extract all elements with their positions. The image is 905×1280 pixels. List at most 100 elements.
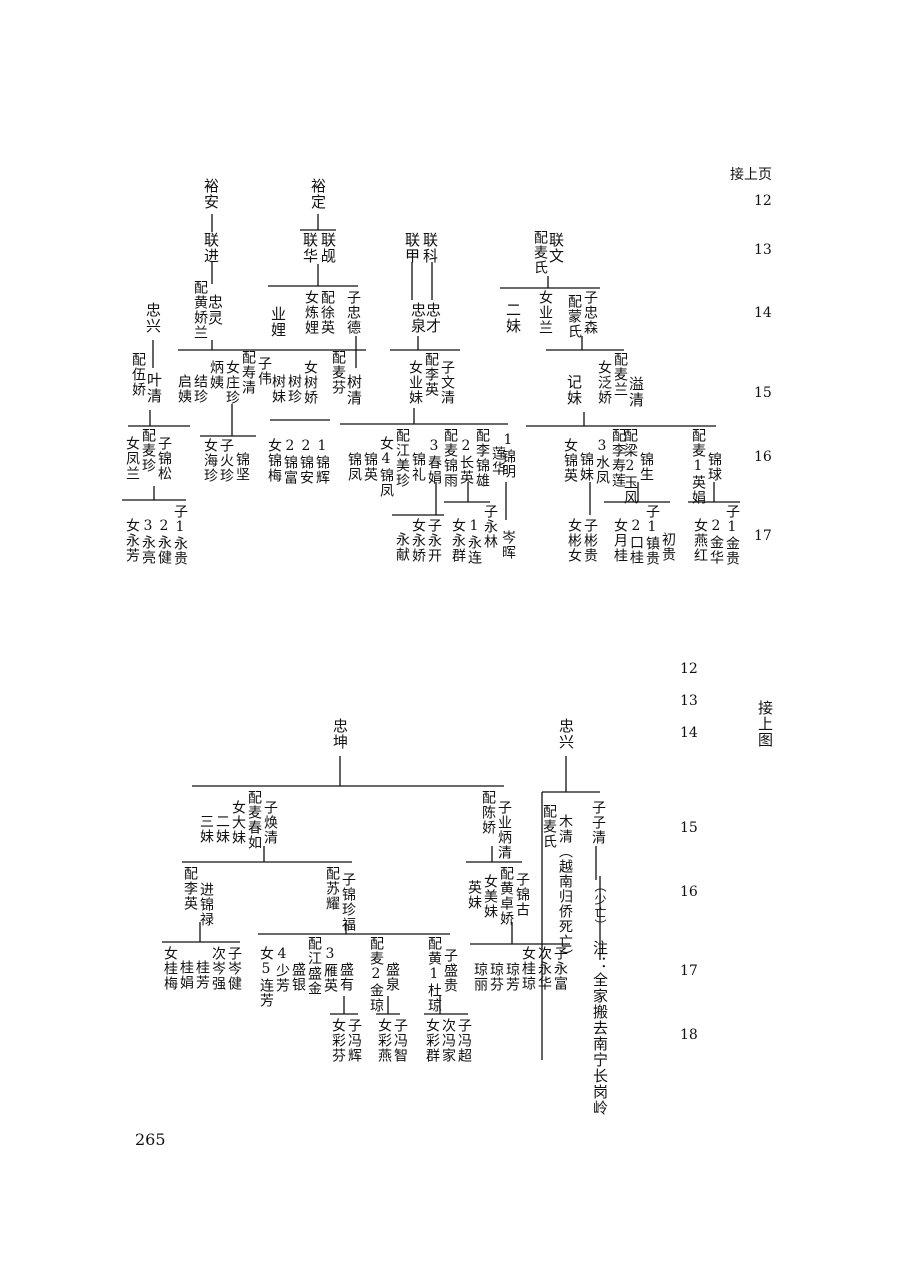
person-name: 初贵 bbox=[660, 532, 676, 562]
person-name: 女5连芳 bbox=[258, 946, 274, 1008]
person-name: 桂娟 bbox=[178, 960, 194, 990]
person-name: 启姨 bbox=[176, 374, 192, 404]
person-name: 女桂梅 bbox=[162, 946, 178, 991]
person-name: 2长英 bbox=[458, 438, 474, 485]
note-died-young: （少亡） bbox=[593, 880, 607, 932]
person-name: 永献 bbox=[394, 532, 410, 562]
person-name: 1永连 bbox=[466, 518, 482, 565]
person-name: 次冯家 bbox=[440, 1018, 456, 1063]
person-name: 子锦古 bbox=[514, 872, 530, 917]
person-name: 女锦梅 bbox=[266, 438, 282, 483]
spouse-name: 配陈娇 bbox=[480, 790, 496, 835]
generation-number: 17 bbox=[754, 528, 772, 544]
spouse-name: 配黄卓娇 bbox=[498, 866, 514, 926]
person-name: 女凤兰 bbox=[124, 436, 140, 481]
spouse-name: 配麦2金琼 bbox=[368, 936, 384, 1013]
person-name: 子忠德 bbox=[345, 290, 361, 335]
spouse-name: 配李锦雄 bbox=[474, 428, 490, 488]
person-name: 忠灵 bbox=[206, 294, 224, 326]
person-name: 锦球 bbox=[706, 452, 722, 482]
person-name: 子1永贵 bbox=[172, 504, 188, 566]
generation-number: 16 bbox=[680, 884, 698, 900]
person-name: 女彩芬 bbox=[330, 1018, 346, 1063]
migration-note: 注：全家搬去南宁长岗岭 bbox=[591, 940, 609, 1116]
spouse-name: 配麦芬 bbox=[330, 350, 346, 395]
person-name: 联进 bbox=[202, 232, 220, 264]
person-name: 琼丽 bbox=[472, 962, 488, 992]
generation-number: 15 bbox=[680, 820, 698, 836]
spouse-name: 配李英 bbox=[182, 866, 198, 911]
person-name: 女大妹 bbox=[230, 800, 246, 845]
person-name: 子伟 bbox=[256, 356, 272, 386]
generation-number: 15 bbox=[754, 385, 772, 401]
person-name: 3春娟 bbox=[426, 438, 442, 485]
spouse-name: 配麦氏 bbox=[541, 804, 557, 849]
person-name: 次岑强 bbox=[210, 946, 226, 991]
person-name: 子彬贵 bbox=[582, 518, 598, 563]
continued-from-above-note: 接上图 bbox=[756, 700, 774, 748]
person-name: 次永华 bbox=[536, 946, 552, 991]
person-name: 岑晖 bbox=[500, 530, 516, 560]
person-name: 女永娇 bbox=[410, 518, 426, 563]
spouse-name: 配江美珍 bbox=[394, 428, 410, 488]
person-name: 子焕清 bbox=[262, 800, 278, 845]
generation-number: 12 bbox=[754, 193, 772, 209]
person-name: 结珍 bbox=[192, 374, 208, 404]
person-name: 子盛贵 bbox=[442, 948, 458, 993]
person-name: 锦生 bbox=[638, 452, 654, 482]
spouse-name: 配麦兰 bbox=[612, 352, 628, 397]
person-name: 子锦松 bbox=[156, 436, 172, 481]
spouse-name: 配麦1英娟 bbox=[690, 428, 706, 505]
spouse-name: 配麦氏 bbox=[532, 230, 548, 275]
spouse-name: 配江盛金 bbox=[306, 936, 322, 996]
person-name: 女4锦凤 bbox=[378, 436, 394, 498]
person-name: 1锦辉 bbox=[314, 438, 330, 485]
person-name: 子忠森 bbox=[582, 290, 598, 335]
spouse-name: 配梁2玉风 bbox=[622, 428, 638, 505]
person-name: 女彩燕 bbox=[376, 1018, 392, 1063]
spouse-name: 配麦珍 bbox=[140, 428, 156, 473]
person-name: 女永群 bbox=[450, 518, 466, 563]
person-name: 子永开 bbox=[426, 518, 442, 563]
person-name: 子永林 bbox=[482, 504, 498, 549]
person-name: 子冯超 bbox=[456, 1018, 472, 1063]
person-name: 二妹 bbox=[504, 302, 522, 334]
generation-number: 12 bbox=[680, 661, 698, 677]
page-number: 265 bbox=[135, 1130, 166, 1149]
person-name: 树珍 bbox=[286, 374, 302, 404]
spouse-name: 配伍娇 bbox=[130, 352, 146, 397]
person-name: 锦凤 bbox=[346, 452, 362, 482]
person-name: 子子清 bbox=[590, 800, 606, 845]
spouse-name: 配徐英 bbox=[319, 290, 335, 335]
person-name: 忠兴 bbox=[144, 302, 162, 334]
person-name: 女月桂 bbox=[612, 518, 628, 563]
person-name: 女泛娇 bbox=[596, 360, 612, 405]
person-name: 女燕红 bbox=[692, 518, 708, 563]
person-name: 盛泉 bbox=[384, 962, 400, 992]
person-name: 琼芳 bbox=[504, 962, 520, 992]
person-name: 忠才 bbox=[424, 302, 442, 334]
person-name: 子冯智 bbox=[392, 1018, 408, 1063]
person-name: 女桂琼 bbox=[520, 946, 536, 991]
person-name: 女树娇 bbox=[302, 360, 318, 405]
person-name: 锦坚 bbox=[234, 452, 250, 482]
person-name: 女业兰 bbox=[537, 290, 553, 335]
spouse-name: 配黄1杜琼 bbox=[426, 936, 442, 1013]
person-name: 忠坤 bbox=[331, 718, 349, 750]
generation-number: 13 bbox=[754, 242, 772, 258]
person-name: 英妹 bbox=[466, 880, 482, 910]
person-name: 盛有 bbox=[338, 962, 354, 992]
person-name: 盛银 bbox=[290, 962, 306, 992]
person-name: 子1金贵 bbox=[724, 504, 740, 566]
generation-number: 13 bbox=[680, 693, 698, 709]
person-name: 锦礼 bbox=[410, 452, 426, 482]
person-name: 1锦明 bbox=[500, 432, 516, 479]
person-name: 子业炳清 bbox=[496, 800, 512, 860]
person-name: 树妹 bbox=[270, 374, 286, 404]
person-name: 琼芬 bbox=[488, 962, 504, 992]
person-name: 女海珍 bbox=[202, 438, 218, 483]
person-name: 3永亮 bbox=[140, 518, 156, 565]
spouse-name: 配李寿莲 bbox=[610, 428, 626, 488]
spouse-name: 配寿清 bbox=[240, 350, 256, 395]
